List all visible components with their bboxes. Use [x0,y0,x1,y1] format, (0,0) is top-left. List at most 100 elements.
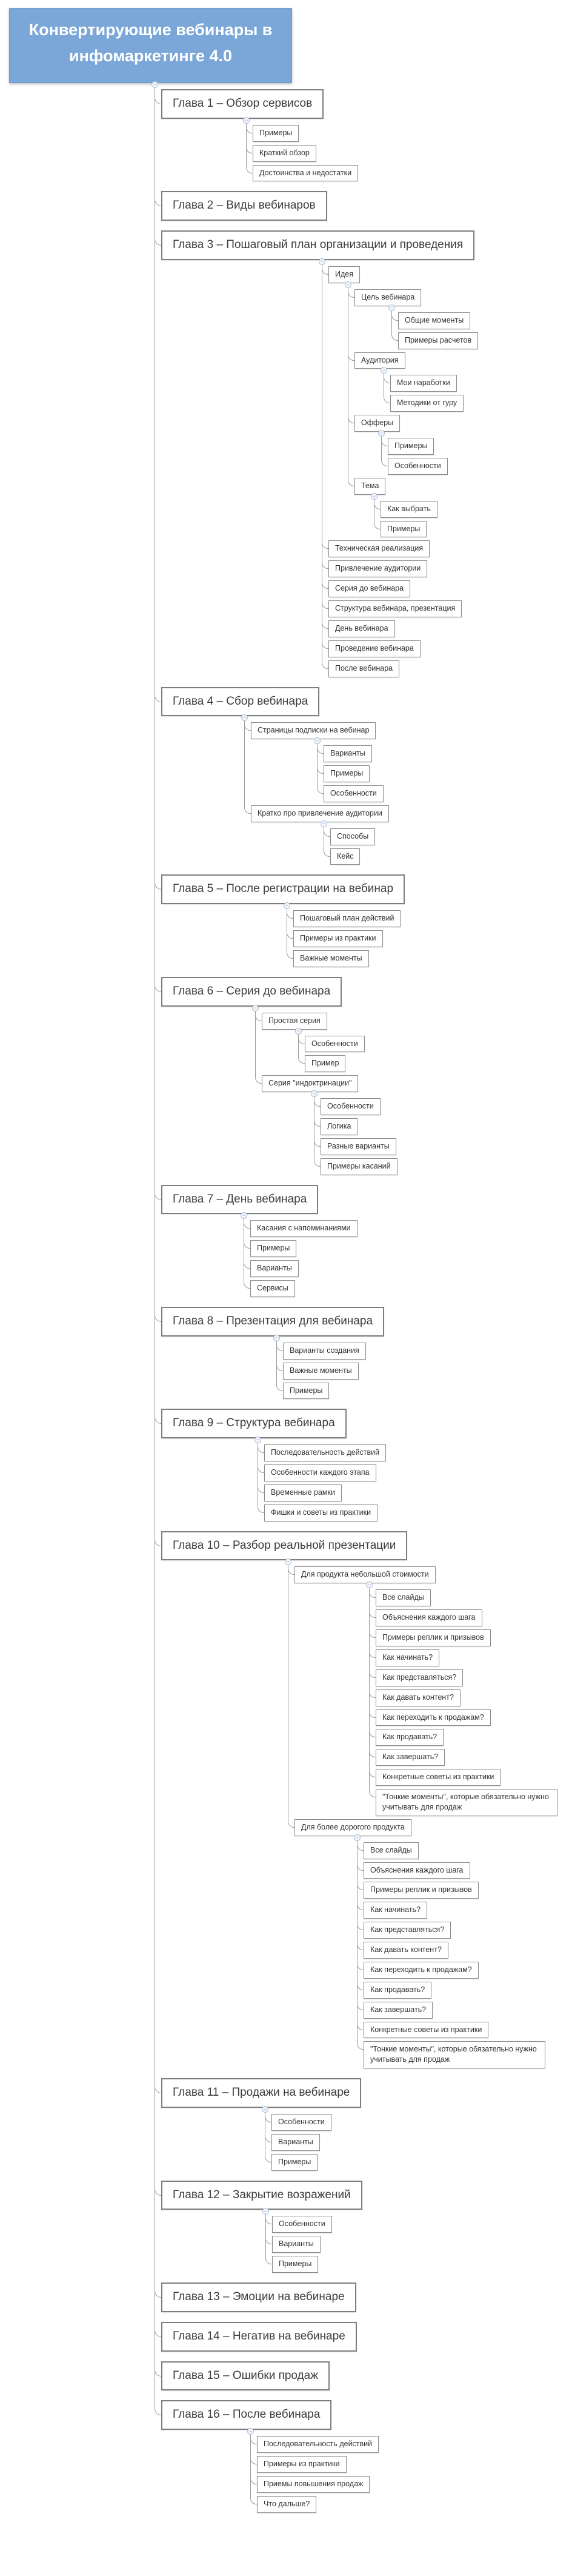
collapse-minus-icon[interactable]: − [321,820,327,827]
subtopic-box[interactable]: Примеры [272,2256,319,2273]
subtopic-box[interactable]: Временные рамки [264,1484,342,1501]
collapse-minus-icon[interactable]: − [252,1004,259,1011]
collapse-minus-icon[interactable]: − [388,304,395,311]
subtopic-box[interactable]: Как начинать? [364,1902,428,1919]
subtopic-box[interactable]: Примеры реплик и призывов [376,1629,491,1646]
subtopic-box[interactable]: Примеры [253,124,299,142]
subtopic-box[interactable]: Серия до вебинара [328,580,411,598]
subtopic-box[interactable]: Объяснения каждого шага [364,1862,470,1879]
subtopic-box[interactable]: Серия "индоктринации" [262,1075,359,1093]
subtopic-box[interactable]: Сервисы [250,1280,295,1297]
collapse-minus-icon[interactable]: − [241,1212,247,1219]
chapter-topic-box[interactable]: Глава 5 – После регистрации на вебинар [161,874,405,905]
subtopic-box[interactable]: Офферы [354,415,401,432]
subtopic-box[interactable]: Для продукта небольшой стоимости [294,1566,436,1584]
subtopic-box[interactable]: Последовательность действий [257,2436,379,2454]
subtopic-box[interactable]: Конкретные советы из практики [376,1769,501,1786]
chapter-topic-box[interactable]: Глава 14 – Негатив на вебинаре [161,2321,357,2352]
collapse-minus-icon[interactable]: − [262,2106,268,2113]
collapse-minus-icon[interactable]: − [354,1834,361,1841]
subtopic-box[interactable]: Что дальше? [257,2495,317,2513]
collapse-minus-icon[interactable]: − [311,1090,318,1098]
subtopic-box[interactable]: Касания с напоминаниями [250,1220,358,1238]
subtopic-box[interactable]: Краткий обзор [253,144,316,162]
subtopic-box[interactable]: Примеры [271,2153,318,2171]
collapse-minus-icon[interactable]: − [319,258,325,266]
collapse-minus-icon[interactable]: − [345,281,351,288]
collapse-minus-icon[interactable]: − [243,116,250,124]
subtopic-box[interactable]: Важные моменты [283,1362,359,1380]
subtopic-box[interactable]: Примеры [283,1382,330,1400]
subtopic-box[interactable]: Как давать контент? [376,1689,461,1706]
subtopic-box[interactable]: Способы [330,828,376,845]
subtopic-box[interactable]: Цель вебинара [354,289,422,306]
chapter-topic-box[interactable]: Глава 16 – После вебинара [161,2400,332,2430]
subtopic-box[interactable]: Аудитория [354,352,405,369]
subtopic-box[interactable]: Страницы подписки на вебинар [251,722,376,740]
chapter-topic-box[interactable]: Глава 1 – Обзор сервисов [161,89,324,119]
subtopic-box[interactable]: Варианты создания [283,1342,366,1360]
subtopic-box[interactable]: Как завершать? [376,1749,445,1766]
collapse-minus-icon[interactable]: − [285,1558,291,1566]
subtopic-box[interactable]: Особенности [272,2216,332,2233]
subtopic-box[interactable]: Как переходить к продажам? [364,1961,479,1979]
subtopic-box[interactable]: Варианты [272,2236,321,2253]
chapter-topic-box[interactable]: Глава 3 – Пошаговый план организации и п… [161,230,475,261]
subtopic-box[interactable]: Все слайды [376,1589,431,1607]
subtopic-box[interactable]: Особенности [324,785,384,802]
chapter-topic-box[interactable]: Глава 4 – Сбор вебинара [161,686,320,717]
subtopic-box[interactable]: Привлечение аудитории [328,560,428,578]
subtopic-box[interactable]: Примеры [324,765,370,782]
chapter-topic-box[interactable]: Глава 12 – Закрытие возражений [161,2180,362,2210]
subtopic-box[interactable]: Как завершать? [364,2001,433,2019]
chapter-topic-box[interactable]: Глава 11 – Продажи на вебинаре [161,2078,362,2108]
root-topic-box[interactable]: Конвертирующие вебинары в инфомаркетинге… [9,8,292,83]
chapter-topic-box[interactable]: Глава 9 – Структура вебинара [161,1409,347,1439]
subtopic-box[interactable]: Особенности [305,1035,365,1053]
subtopic-box[interactable]: Варианты [250,1260,299,1278]
subtopic-box[interactable]: Как начинать? [376,1649,440,1666]
subtopic-box[interactable]: После вебинара [328,660,400,677]
collapse-minus-icon[interactable]: − [151,81,158,88]
subtopic-box[interactable]: Последовательность действий [264,1444,387,1462]
subtopic-box[interactable]: Как представляться? [376,1669,464,1686]
subtopic-box[interactable]: Пошаговый план действий [293,910,401,928]
subtopic-box[interactable]: Разные варианты [321,1138,396,1155]
subtopic-box[interactable]: Фишки и советы из практики [264,1504,378,1521]
collapse-minus-icon[interactable]: − [247,2428,254,2435]
subtopic-box[interactable]: Примеры [381,520,427,538]
collapse-minus-icon[interactable]: − [378,430,385,437]
subtopic-box[interactable]: Как продавать? [376,1729,444,1746]
subtopic-box[interactable]: Тема [354,477,386,495]
subtopic-box[interactable]: Как выбрать [381,500,437,518]
collapse-minus-icon[interactable]: − [381,367,387,374]
subtopic-box[interactable]: Как представляться? [364,1922,451,1939]
subtopic-box[interactable]: Примеры [250,1240,297,1258]
collapse-minus-icon[interactable]: − [366,1581,373,1589]
subtopic-box[interactable]: Объяснения каждого шага [376,1609,482,1627]
subtopic-box[interactable]: Пример [305,1055,346,1073]
subtopic-box[interactable]: Как давать контент? [364,1942,448,1959]
subtopic-box[interactable]: Особенности каждого этапа [264,1464,376,1481]
subtopic-box[interactable]: Конкретные советы из практики [364,2021,489,2039]
collapse-minus-icon[interactable]: − [262,2208,269,2215]
collapse-minus-icon[interactable]: − [295,1027,302,1035]
subtopic-box[interactable]: Техническая реализация [328,540,430,558]
subtopic-box[interactable]: Общие моменты [398,312,471,329]
subtopic-box[interactable]: Примеры из практики [293,930,383,947]
subtopic-box[interactable]: Варианты [271,2133,320,2151]
collapse-minus-icon[interactable]: − [273,1334,280,1341]
subtopic-box[interactable]: Кратко про привлечение аудитории [251,805,389,822]
subtopic-box[interactable]: Как продавать? [364,1981,432,1999]
subtopic-box[interactable]: Кейс [330,848,361,865]
subtopic-box[interactable]: Достоинства и недостатки [253,164,359,182]
subtopic-box[interactable]: Примеры из практики [257,2456,347,2473]
collapse-minus-icon[interactable]: − [371,492,377,500]
collapse-minus-icon[interactable]: − [284,902,290,910]
chapter-topic-box[interactable]: Глава 13 – Эмоции на вебинаре [161,2283,356,2312]
chapter-topic-box[interactable]: Глава 6 – Серия до вебинара [161,976,342,1007]
subtopic-box[interactable]: Особенности [321,1098,381,1116]
subtopic-box[interactable]: Примеры [388,438,434,455]
subtopic-box[interactable]: "Тонкие моменты", которые обязательно ну… [364,2041,545,2069]
subtopic-box[interactable]: Методики от гуру [390,395,464,412]
